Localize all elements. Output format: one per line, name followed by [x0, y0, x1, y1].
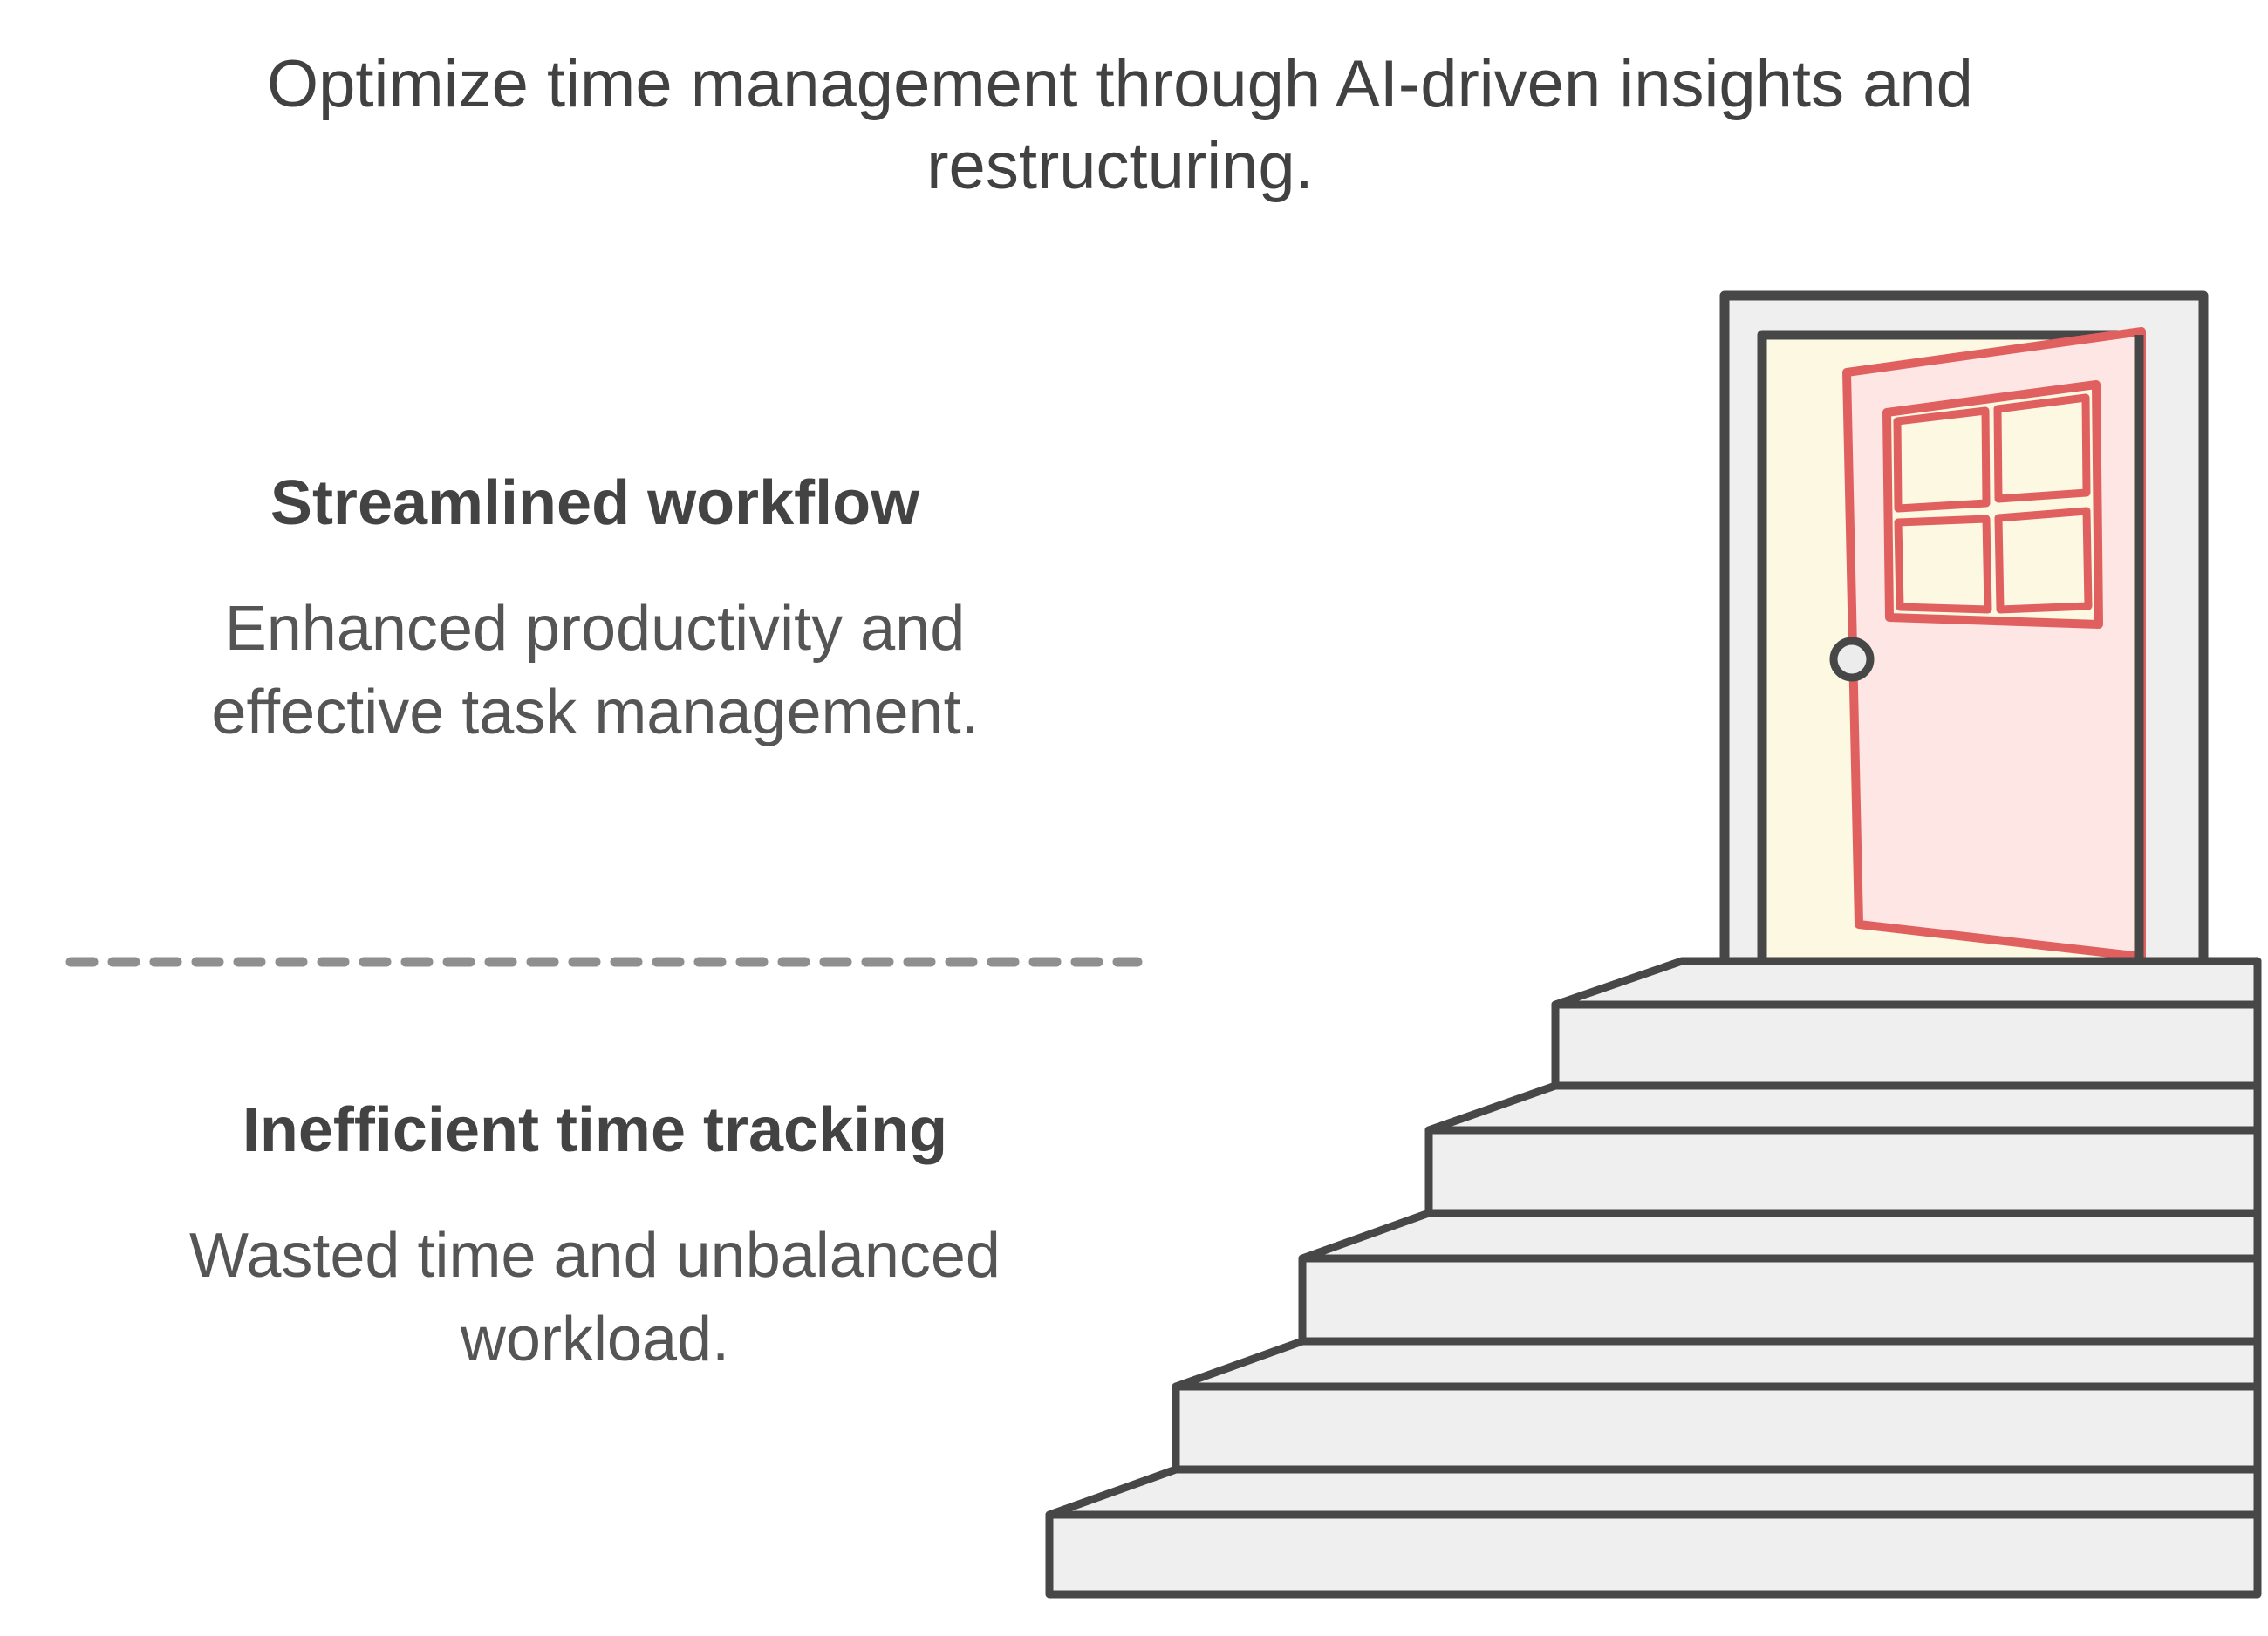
- stair-tread: [1172, 1337, 2262, 1391]
- door-window-pane: [1894, 515, 1992, 614]
- stair-platform-top: [1551, 957, 2262, 1009]
- open-door-icon: [1719, 290, 2209, 969]
- page-title-line-2: restructuring.: [926, 129, 1314, 203]
- door-window-pane: [1993, 393, 2091, 503]
- stair-tread: [1424, 1081, 2262, 1135]
- door-window-pane: [1994, 507, 2093, 614]
- door-knob-icon: [1829, 637, 1875, 682]
- stair-riser: [1172, 1382, 2262, 1474]
- door-window-icon: [1882, 380, 2103, 629]
- section-body-inefficient-time-tracking: Wasted time and unbalanced workload.: [189, 1221, 1001, 1374]
- stair-tread: [1045, 1465, 2262, 1519]
- stair-platform-face: [1551, 1000, 2262, 1090]
- section-body-streamlined-workflow: Enhanced productivity and effective task…: [211, 594, 979, 747]
- staircase-icon: [1045, 957, 2262, 1599]
- stair-tread: [1298, 1209, 2262, 1263]
- page-title-line-1: Optimize time management through AI-driv…: [267, 47, 1973, 121]
- section-heading-inefficient-time-tracking: Inefficient time tracking: [242, 1095, 948, 1165]
- stair-riser: [1298, 1254, 2262, 1346]
- door-window-frame: [1882, 380, 2103, 629]
- stair-riser: [1424, 1126, 2262, 1217]
- door-window-pane: [1893, 406, 1991, 513]
- stair-bottom-slab: [1045, 1510, 2262, 1599]
- section-heading-streamlined-workflow: Streamlined workflow: [270, 468, 920, 538]
- page-title: Optimize time management through AI-driv…: [161, 44, 2080, 208]
